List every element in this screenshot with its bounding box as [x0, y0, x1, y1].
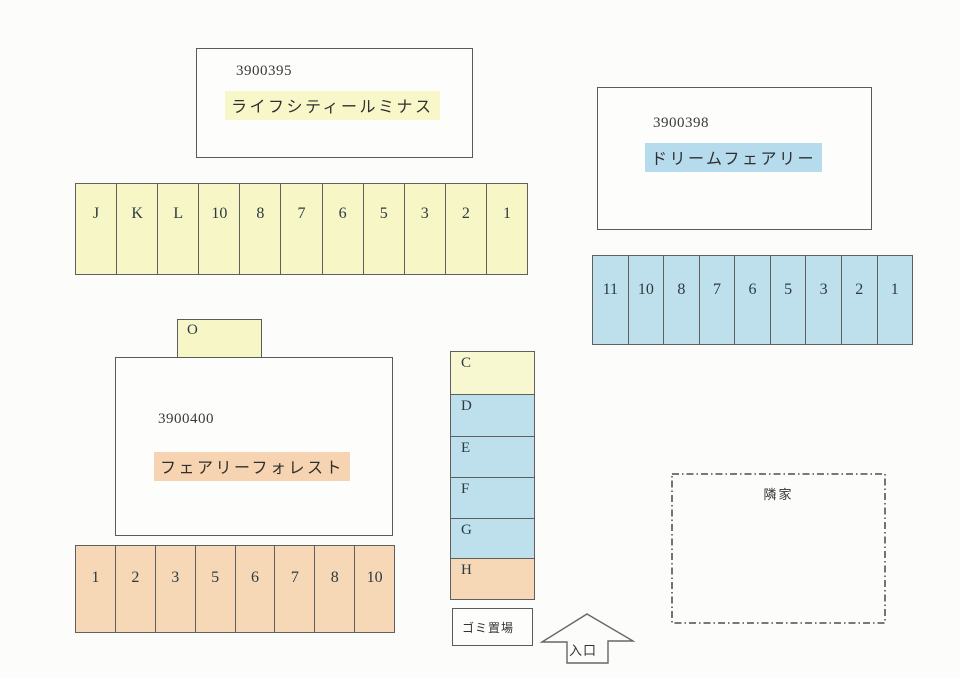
parking-space: 10 [627, 256, 664, 344]
neighbor-house-box: 隣家 [671, 473, 886, 624]
parking-space: 3 [805, 256, 841, 344]
parking-space: G [451, 518, 534, 558]
parking-space: 11 [602, 281, 618, 298]
parking-space: C [451, 352, 534, 394]
building-code: 3900400 [158, 411, 214, 427]
parking-space: E [451, 436, 534, 477]
parking-space: 1 [876, 256, 913, 344]
building-box-dream-fairy: 3900398 ドリームフェアリー [597, 87, 872, 230]
parking-space: 10 [354, 546, 394, 632]
parking-space: 8 [663, 256, 699, 344]
parking-space: 7 [698, 256, 735, 344]
parking-space: D [451, 394, 534, 436]
parking-space: 2 [444, 184, 486, 274]
building-box-luminas: 3900395 ライフシティールミナス [196, 48, 473, 158]
parking-space: 1 [91, 569, 100, 586]
building-code: 3900398 [653, 115, 709, 131]
parking-space: 3 [154, 546, 195, 632]
neighbor-house-label: 隣家 [763, 487, 794, 502]
parking-row-dream-fairy: 11 10 8 7 6 5 3 2 1 [592, 255, 913, 345]
building-name: フェアリーフォレスト [154, 452, 351, 481]
parking-space: K [116, 184, 157, 274]
entrance-label: 入口 [569, 643, 598, 658]
parking-space-o: O [177, 319, 262, 358]
parking-space: 6 [321, 184, 363, 274]
parking-column: C D E F G H [450, 351, 535, 600]
building-name: ドリームフェアリー [645, 143, 823, 172]
parking-space: 8 [239, 184, 280, 274]
parking-space: F [451, 477, 534, 518]
parking-space: 6 [734, 256, 770, 344]
parking-space: 2 [840, 256, 877, 344]
dashed-border [671, 473, 886, 624]
parking-space: 6 [234, 546, 275, 632]
parking-space: 5 [362, 184, 404, 274]
parking-row-luminas: J K L 10 8 7 6 5 3 2 1 [75, 183, 528, 275]
parking-space: 7 [274, 546, 314, 632]
parking-space: 7 [280, 184, 321, 274]
building-box-fairy-forest: 3900400 フェアリーフォレスト [115, 357, 393, 536]
parking-row-fairy-forest: 1 2 3 5 6 7 8 10 [75, 545, 395, 633]
garbage-area-label: ゴミ置場 [462, 620, 515, 635]
parking-space: 3 [403, 184, 445, 274]
parking-space: 8 [314, 546, 354, 632]
parking-space: L [157, 184, 198, 274]
building-name: ライフシティールミナス [225, 91, 440, 120]
building-code: 3900395 [236, 63, 292, 79]
parking-space: H [451, 558, 534, 599]
parking-space: J [92, 205, 100, 222]
parking-space: 2 [114, 546, 155, 632]
parking-space: 10 [198, 184, 239, 274]
parking-space: 1 [485, 184, 527, 274]
garbage-area-box: ゴミ置場 [452, 608, 533, 646]
parking-space: 5 [194, 546, 235, 632]
up-arrow-icon [539, 613, 636, 664]
parking-space: 5 [769, 256, 806, 344]
entrance-arrow: 入口 [539, 612, 636, 665]
